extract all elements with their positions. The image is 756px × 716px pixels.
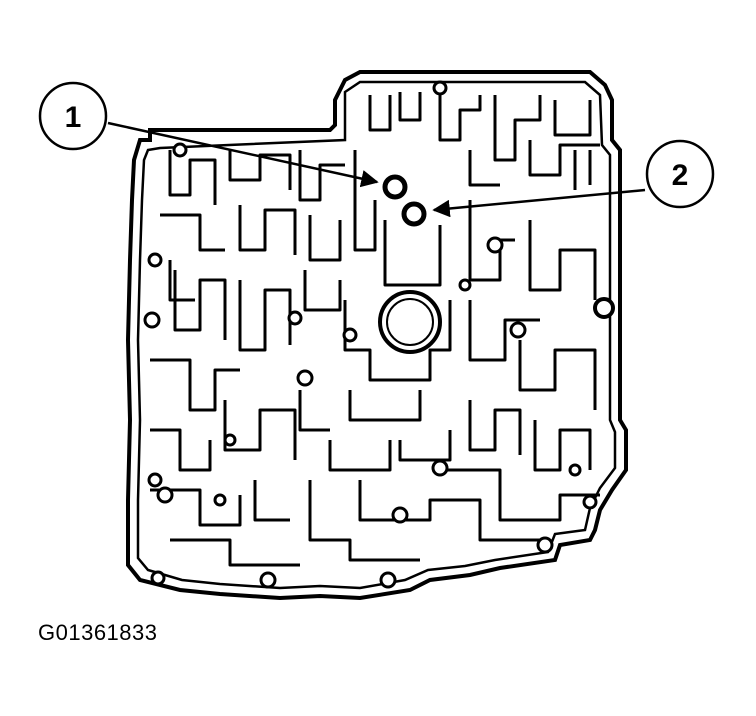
figure-code: G01361833: [38, 620, 158, 645]
callout-1-label: 1: [65, 101, 82, 134]
gasket-border: [136, 80, 617, 590]
leader-line-1: [107, 121, 379, 188]
check-ball-2: [401, 201, 427, 227]
leader-line-2: [432, 188, 646, 218]
central-bore-inner: [386, 298, 434, 346]
check-ball-right: [593, 297, 615, 319]
callout-1: 1: [38, 81, 108, 151]
callout-2-label: 2: [672, 159, 689, 192]
plate-outline: [125, 70, 628, 601]
bolt-holes: [143, 80, 598, 589]
callout-2: 2: [645, 139, 715, 209]
fluid-passages: [150, 92, 600, 567]
check-ball-1: [382, 174, 408, 200]
central-bore-outer: [378, 290, 442, 354]
